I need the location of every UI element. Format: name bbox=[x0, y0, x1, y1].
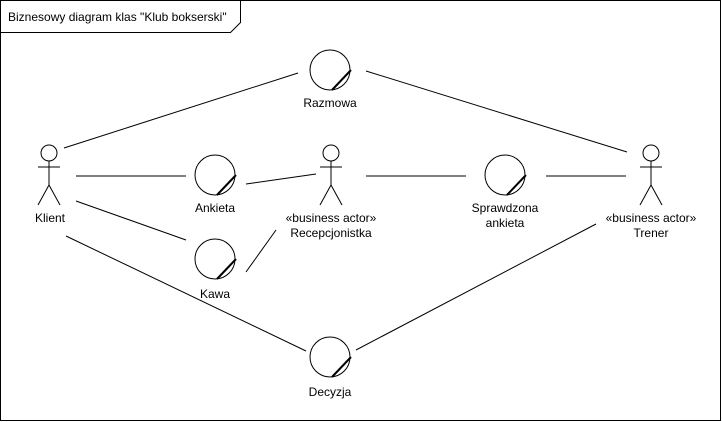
entity-sprawdzona-label-line2: ankieta bbox=[486, 216, 525, 230]
entity-decyzja-label: Decyzja bbox=[309, 385, 352, 399]
assoc-kawa-recepcjonistka bbox=[245, 229, 277, 273]
frame-title-tab bbox=[0, 0, 241, 33]
actor-trener bbox=[639, 144, 663, 206]
actor-klient-label: Klient bbox=[35, 211, 66, 225]
assoc-ankieta-recepcjonistka bbox=[245, 173, 317, 185]
actor-recepcjonistka-stereotype: «business actor» bbox=[286, 211, 377, 225]
assoc-klient-kawa bbox=[75, 200, 187, 241]
entity-icon bbox=[194, 238, 236, 280]
entity-ankieta bbox=[194, 154, 237, 196]
actor-trener-label: Trener bbox=[634, 226, 669, 240]
assoc-klient-razmowa bbox=[63, 72, 299, 149]
entity-kawa-label: Kawa bbox=[200, 287, 230, 301]
entity-sprawdzona-ankieta bbox=[484, 154, 527, 196]
assoc-klient-decyzja bbox=[65, 235, 307, 352]
actor-recepcjonistka bbox=[319, 144, 343, 206]
entity-razmowa bbox=[309, 49, 352, 91]
entity-sprawdzona-label-line1: Sprawdzona bbox=[472, 201, 539, 215]
actor-recepcjonistka-label: Recepcjonistka bbox=[290, 226, 372, 240]
entity-ankieta-label: Ankieta bbox=[195, 201, 235, 215]
entity-icon bbox=[484, 154, 526, 196]
assoc-razmowa-trener bbox=[365, 70, 628, 153]
entity-kawa bbox=[194, 238, 237, 280]
actor-klient bbox=[37, 144, 61, 206]
assoc-decyzja-trener bbox=[355, 223, 597, 351]
entity-icon bbox=[309, 336, 351, 378]
actor-trener-stereotype: «business actor» bbox=[606, 211, 697, 225]
associations bbox=[63, 70, 628, 352]
entity-icon bbox=[309, 49, 351, 91]
entity-decyzja bbox=[309, 336, 352, 378]
entity-razmowa-label: Razmowa bbox=[303, 96, 357, 110]
actor-head bbox=[322, 144, 340, 162]
entity-icon bbox=[194, 154, 236, 196]
actor-head bbox=[642, 144, 660, 162]
frame-title: Biznesowy diagram klas "Klub bokserski" bbox=[8, 10, 227, 24]
actor-head bbox=[40, 144, 58, 162]
